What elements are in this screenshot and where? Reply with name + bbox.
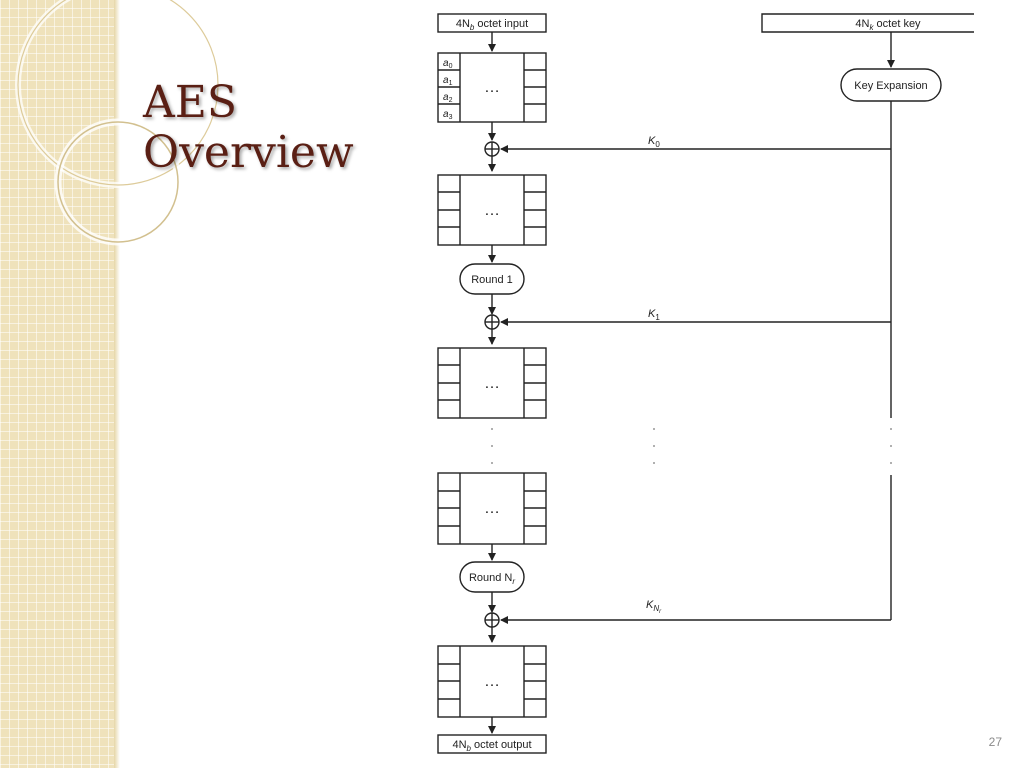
- key-box: 4Nk octet key: [761, 13, 974, 33]
- continuation-dots: [491, 428, 892, 464]
- state-block-2: …: [437, 174, 547, 246]
- svg-text:a0: a0: [443, 58, 453, 70]
- svg-text:4Nb octet input: 4Nb octet input: [456, 18, 528, 32]
- svg-text:4Nb octet output: 4Nb octet output: [452, 739, 531, 753]
- key-1-label: K1: [648, 308, 660, 322]
- state-block-input: a0 a1 a2 a3 …: [437, 52, 547, 123]
- key-expansion-box: Key Expansion: [840, 68, 942, 102]
- svg-text:Round Nr: Round Nr: [469, 572, 515, 586]
- svg-text:Round 1: Round 1: [471, 274, 513, 286]
- key-nr-label: KNr: [646, 599, 662, 615]
- svg-text:…: …: [484, 79, 500, 96]
- svg-text:Key Expansion: Key Expansion: [854, 80, 927, 92]
- input-box: 4Nb octet input: [437, 13, 547, 33]
- xor-nr-icon: [484, 612, 500, 628]
- state-block-4: …: [437, 472, 547, 545]
- slide-title-line-1: AES: [143, 77, 238, 128]
- slide-title: AES Overview: [143, 78, 403, 178]
- key-0-label: K0: [648, 135, 660, 149]
- svg-text:a3: a3: [443, 109, 453, 121]
- round-1-box: Round 1: [459, 263, 525, 295]
- slide-title-line-2: Overview: [143, 127, 354, 178]
- xor-0-icon: [484, 141, 500, 157]
- round-nr-box: Round Nr: [459, 561, 525, 593]
- state-block-3: …: [437, 347, 547, 419]
- xor-1-icon: [484, 314, 500, 330]
- slide-number: 27: [988, 735, 1002, 749]
- decorative-circles: [15, 0, 221, 246]
- output-box: 4Nb octet output: [437, 734, 547, 754]
- svg-text:a2: a2: [443, 92, 453, 104]
- svg-text:…: …: [484, 375, 500, 392]
- svg-text:…: …: [484, 500, 500, 517]
- svg-text:4Nk octet key: 4Nk octet key: [855, 18, 921, 32]
- svg-text:a1: a1: [443, 75, 453, 87]
- state-block-output: …: [437, 645, 547, 718]
- sidebar-edge-shadow: [114, 0, 120, 768]
- svg-text:…: …: [484, 673, 500, 690]
- svg-text:…: …: [484, 202, 500, 219]
